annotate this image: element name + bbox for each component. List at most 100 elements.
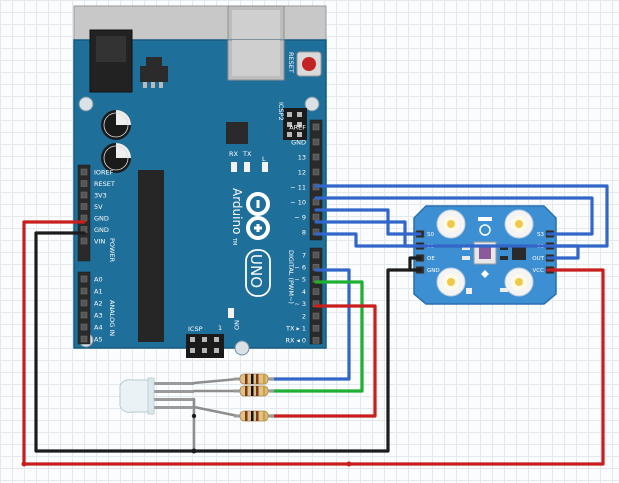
power-label: POWER (108, 238, 116, 263)
resistor (234, 410, 274, 422)
header-pin (312, 168, 320, 176)
header-pin (80, 203, 88, 210)
pin-label: GND (291, 138, 306, 146)
led-lead-wire (192, 377, 240, 385)
sensor-led (504, 209, 534, 239)
pin-label: GND (94, 214, 109, 222)
pin-label: 3V3 (94, 191, 107, 199)
pin-label: 13 (298, 153, 306, 161)
pin-label: ~ 6 (294, 264, 306, 272)
pin-label: A2 (94, 299, 103, 307)
wire-red-5v (22, 220, 605, 466)
power-header: IOREF RESET 3V3 5V GND GND VIN POWER (77, 164, 116, 263)
pin-label: 7 (302, 251, 306, 259)
icsp2-label: ICSP2 (277, 102, 285, 121)
pin-label: A0 (94, 275, 103, 283)
mounting-hole (78, 96, 94, 112)
wire-junction (21, 461, 27, 467)
header-pin (312, 138, 320, 146)
sensor-led (436, 209, 466, 239)
header-pin (312, 198, 320, 206)
pin-label: RESET (94, 180, 115, 188)
header-pin (312, 251, 320, 259)
wire-junction (191, 413, 197, 419)
tm-label: TM (231, 237, 237, 245)
digital-header-bottom: 7 ~ 6 ~ 5 4 ~ 3 2 TX ▸ 1 RX ◂ 0 (285, 247, 323, 345)
rgb-led (119, 377, 194, 415)
arduino-uno-board: RESET ICSP2 RX TX L Arduino TM (73, 5, 327, 358)
icsp-label: ICSP (188, 325, 203, 333)
header-pin (80, 311, 88, 319)
sensor-led (504, 267, 534, 297)
pin-label: 4 (302, 288, 306, 296)
header-pin (312, 312, 320, 320)
header-pin (80, 168, 88, 176)
brand-label: Arduino (230, 188, 244, 234)
pin-label: ~ 9 (294, 213, 306, 221)
header-pin (312, 123, 320, 131)
header-pin (312, 337, 320, 344)
pin-label: 5V (94, 203, 103, 211)
wire-junction (346, 461, 352, 467)
sensor-pin-label: GND (427, 268, 440, 274)
digital-label: DIGITAL (PWM~) (287, 250, 295, 304)
header-pin (80, 237, 88, 245)
resistor (234, 385, 274, 397)
mounting-hole (304, 96, 320, 112)
header-pin (80, 191, 88, 199)
on-label: ON (233, 320, 241, 330)
mounting-hole (234, 340, 250, 356)
arduino-logo (246, 192, 270, 240)
sensor-pin-label: OE (427, 256, 435, 262)
sensor-pin-label: S0 (427, 232, 434, 238)
sensor-pin-label: VCC (533, 268, 545, 274)
one-label: 1 (218, 324, 222, 332)
header-pin (80, 287, 88, 295)
rx-label: RX (229, 150, 239, 158)
pin-label: 12 (298, 168, 306, 176)
wire-black-oe (408, 256, 422, 272)
header-pin (80, 323, 88, 331)
pin-label: A3 (94, 311, 103, 319)
pin-label: 2 (302, 312, 306, 320)
model-label: UNO (247, 254, 265, 288)
wire-blue-pin6 (268, 268, 351, 381)
header-pin (312, 153, 320, 161)
pin-label: RX ◂ 0 (286, 337, 307, 345)
wire-red-pin3 (268, 304, 377, 418)
pin-label: A5 (94, 335, 103, 343)
pin-label: 8 (302, 228, 306, 236)
pin-label: AREF (289, 123, 306, 131)
wire-junction (191, 448, 197, 454)
sensor-pin-label: OUT (532, 256, 544, 262)
l-label: L (262, 155, 266, 163)
reset-label: RESET (287, 52, 295, 73)
header-pin (80, 335, 88, 343)
wire-green-pin5 (268, 280, 364, 393)
pin-label: ~ 10 (290, 198, 306, 206)
pin-label: IOREF (94, 168, 114, 176)
pin-label: TX ▸ 1 (285, 325, 306, 333)
analog-label: ANALOG IN (108, 300, 116, 336)
header-pin (80, 299, 88, 307)
header-pin (80, 180, 88, 187)
header-pin (80, 275, 88, 283)
resistor (234, 373, 274, 385)
header-pin (80, 214, 88, 222)
header-pin (312, 213, 320, 221)
wire-black-gnd (34, 231, 422, 453)
sensor-led (436, 267, 466, 297)
header-pin (312, 288, 320, 295)
pin-label: ~ 11 (290, 183, 306, 191)
sensor-pin-label: S3 (537, 232, 544, 238)
pin-label: GND (94, 226, 109, 234)
wire-blue-pin11 (314, 196, 594, 236)
pin-label: ~ 5 (294, 276, 306, 284)
pin-label: A4 (94, 323, 103, 331)
pin-label: VIN (94, 237, 105, 245)
pin-label: A1 (94, 287, 103, 295)
pin-label: ~ 3 (294, 300, 306, 308)
